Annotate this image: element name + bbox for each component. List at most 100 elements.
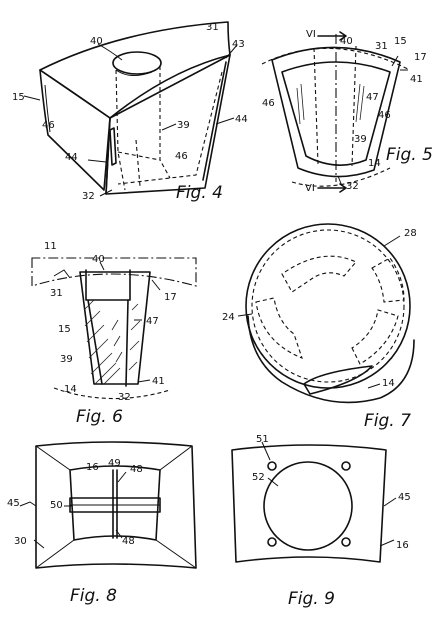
fig9-ref-16: 16: [396, 540, 409, 551]
fig7-leader-24: [237, 313, 253, 317]
fig6-cavity-edge: [125, 299, 129, 387]
fig6-leader-40: [99, 261, 105, 271]
fig4-right-face: [105, 54, 231, 195]
fig8-caption: Fig. 8: [70, 586, 117, 606]
fig4-left-face-shade: [44, 84, 51, 133]
fig4-ref-46b: 46: [175, 151, 188, 162]
fig4-slot: [109, 127, 117, 166]
fig9-ref-52: 52: [252, 472, 265, 483]
fig9-bolt-hole-tr: [341, 461, 351, 471]
fig9-ref-51: 51: [256, 434, 269, 445]
fig9-leader-16: [379, 539, 395, 547]
fig7-ref-14: 14: [382, 378, 395, 389]
fig5-caption: Fig. 5: [386, 145, 433, 165]
fig8-leader-30: [33, 539, 45, 549]
fig4-right-edge: [202, 61, 227, 181]
fig7-cylinder-side: [247, 315, 415, 404]
fig5-ref-47: 47: [366, 92, 379, 103]
fig5-ref-31: 31: [375, 41, 388, 52]
fig6-frame: [31, 257, 197, 287]
fig5-ref-14: 14: [368, 158, 381, 169]
fig5-ref-17: 17: [414, 52, 427, 63]
fig6-leader-17: [151, 279, 161, 291]
fig9-bolt-hole-br: [341, 537, 351, 547]
fig8-ref-48b: 48: [122, 536, 135, 547]
fig4-leader-43: [225, 44, 238, 59]
fig4-ref-43: 43: [232, 39, 245, 50]
fig6-hatching: [83, 299, 141, 385]
fig5-ref-15: 15: [394, 36, 407, 47]
fig4-hole-rim: [115, 69, 153, 76]
fig4-left-face: [39, 69, 111, 191]
fig5-ref-46b: 46: [378, 110, 391, 121]
fig8-ref-49: 49: [108, 458, 121, 469]
fig4-leader-44a: [215, 117, 235, 125]
fig5-ref-39: 39: [354, 134, 367, 145]
fig5-ref-40: 40: [340, 36, 353, 47]
fig6-ref-14: 14: [64, 384, 77, 395]
fig4-ref-15: 15: [12, 92, 25, 103]
fig6-ref-31: 31: [50, 288, 63, 299]
fig6-ref-47: 47: [146, 316, 159, 327]
fig4-drawing: [23, 21, 238, 197]
fig7-leader-14: [367, 383, 381, 389]
fig5-leader-15: [391, 55, 399, 67]
fig9-leader-52: [267, 477, 279, 487]
fig7-tab: [303, 365, 373, 395]
fig5-inner-arc: [291, 167, 391, 187]
fig7-inner-circle: [251, 229, 405, 383]
fig6-ref-32: 32: [118, 392, 131, 403]
fig4-side-pocket: [117, 71, 223, 185]
fig9-bolt-hole-tl: [267, 461, 277, 471]
fig6-ref-40: 40: [92, 254, 105, 265]
fig4-ref-40: 40: [90, 36, 103, 47]
fig4-leader-32: [99, 189, 113, 197]
fig4-leader-44b: [87, 159, 107, 163]
fig7-caption: Fig. 7: [364, 411, 411, 431]
fig5-drawing: [261, 31, 411, 193]
fig7-pocket-bottom: [351, 309, 399, 365]
fig8-ref-50: 50: [50, 500, 63, 511]
fig8-inner-outline: [69, 465, 161, 541]
fig8-ref-45: 45: [7, 498, 20, 509]
fig6-cap: [85, 269, 131, 301]
fig5-ref-46a: 46: [262, 98, 275, 109]
fig6-ref-11: 11: [44, 241, 57, 252]
fig8-vertical-slot: [112, 469, 118, 539]
fig7-pocket-top: [281, 255, 357, 293]
fig9-plate-outline: [231, 444, 387, 563]
fig4-leader-15: [23, 95, 41, 101]
fig8-leader-48b: [115, 529, 123, 539]
fig5-outer-outline: [271, 46, 401, 178]
fig7-drawing: [237, 223, 415, 404]
fig7-ref-28: 28: [404, 228, 417, 239]
fig8-ref-30: 30: [14, 536, 27, 547]
fig4-core-bottom: [117, 151, 161, 161]
fig4-core-left: [115, 69, 126, 191]
fig4-hole: [112, 51, 162, 75]
fig8-ref-16: 16: [86, 462, 99, 473]
fig9-leader-45: [383, 497, 397, 507]
fig8-leader-48a: [117, 471, 127, 483]
fig8-leader-45: [19, 501, 37, 507]
fig9-bolt-hole-bl: [267, 537, 277, 547]
fig6-cavity-left: [87, 299, 103, 385]
fig4-ref-46a: 46: [42, 120, 55, 131]
fig7-pocket-left: [255, 297, 303, 359]
fig8-ref-48a: 48: [130, 464, 143, 475]
fig9-drawing: [231, 441, 397, 563]
fig9-caption: Fig. 9: [288, 589, 335, 609]
fig7-ref-24: 24: [222, 312, 235, 323]
fig4-ref-44a: 44: [235, 114, 248, 125]
fig6-ref-17: 17: [164, 292, 177, 303]
fig8-drawing: [19, 441, 197, 569]
fig4-ref-31: 31: [206, 22, 219, 33]
fig5-leader-32: [337, 175, 343, 187]
fig5-core-left: [313, 47, 319, 165]
fig4-core-center: [135, 139, 141, 187]
fig6-ref-15: 15: [58, 324, 71, 335]
fig4-ref-44b: 44: [65, 152, 78, 163]
fig9-leader-51: [261, 441, 271, 461]
